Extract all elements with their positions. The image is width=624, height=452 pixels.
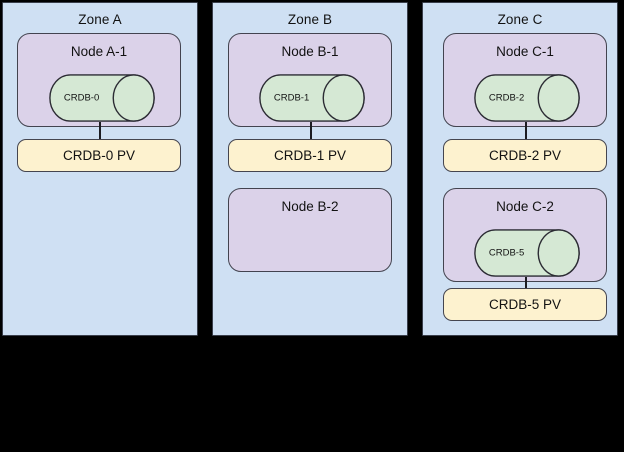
volume-label: CRDB-0 PV xyxy=(62,148,135,163)
database-cylinder-crdb-5: CRDB-5 xyxy=(474,229,580,277)
volume-crdb-2-pv[interactable]: CRDB-2 PV xyxy=(443,139,607,172)
zone-title: Zone B xyxy=(287,12,333,27)
database-cylinder-crdb-2: CRDB-2 xyxy=(474,74,580,122)
node-title: Node C-1 xyxy=(496,44,554,59)
volume-label: CRDB-2 PV xyxy=(488,148,561,163)
connector-crdb-0 xyxy=(99,122,101,139)
node-title: Node B-1 xyxy=(281,44,339,59)
connector-crdb-5 xyxy=(525,277,527,288)
volume-crdb-0-pv[interactable]: CRDB-0 PV xyxy=(17,139,181,172)
node-title: Node C-2 xyxy=(496,199,554,214)
volume-label: CRDB-1 PV xyxy=(273,148,346,163)
database-cylinder-crdb-1: CRDB-1 xyxy=(259,74,365,122)
connector-crdb-1 xyxy=(310,122,312,139)
zone-title: Zone C xyxy=(497,12,543,27)
node-title: Node A-1 xyxy=(70,44,128,59)
volume-crdb-5-pv[interactable]: CRDB-5 PV xyxy=(443,288,607,321)
database-cylinder-crdb-0: CRDB-0 xyxy=(49,74,155,122)
zone-title: Zone A xyxy=(78,12,122,27)
node-node-b-2[interactable]: Node B-2 xyxy=(228,188,392,272)
node-title: Node B-2 xyxy=(281,199,339,214)
volume-label: CRDB-5 PV xyxy=(488,297,561,312)
volume-crdb-1-pv[interactable]: CRDB-1 PV xyxy=(228,139,392,172)
connector-crdb-2 xyxy=(525,122,527,139)
